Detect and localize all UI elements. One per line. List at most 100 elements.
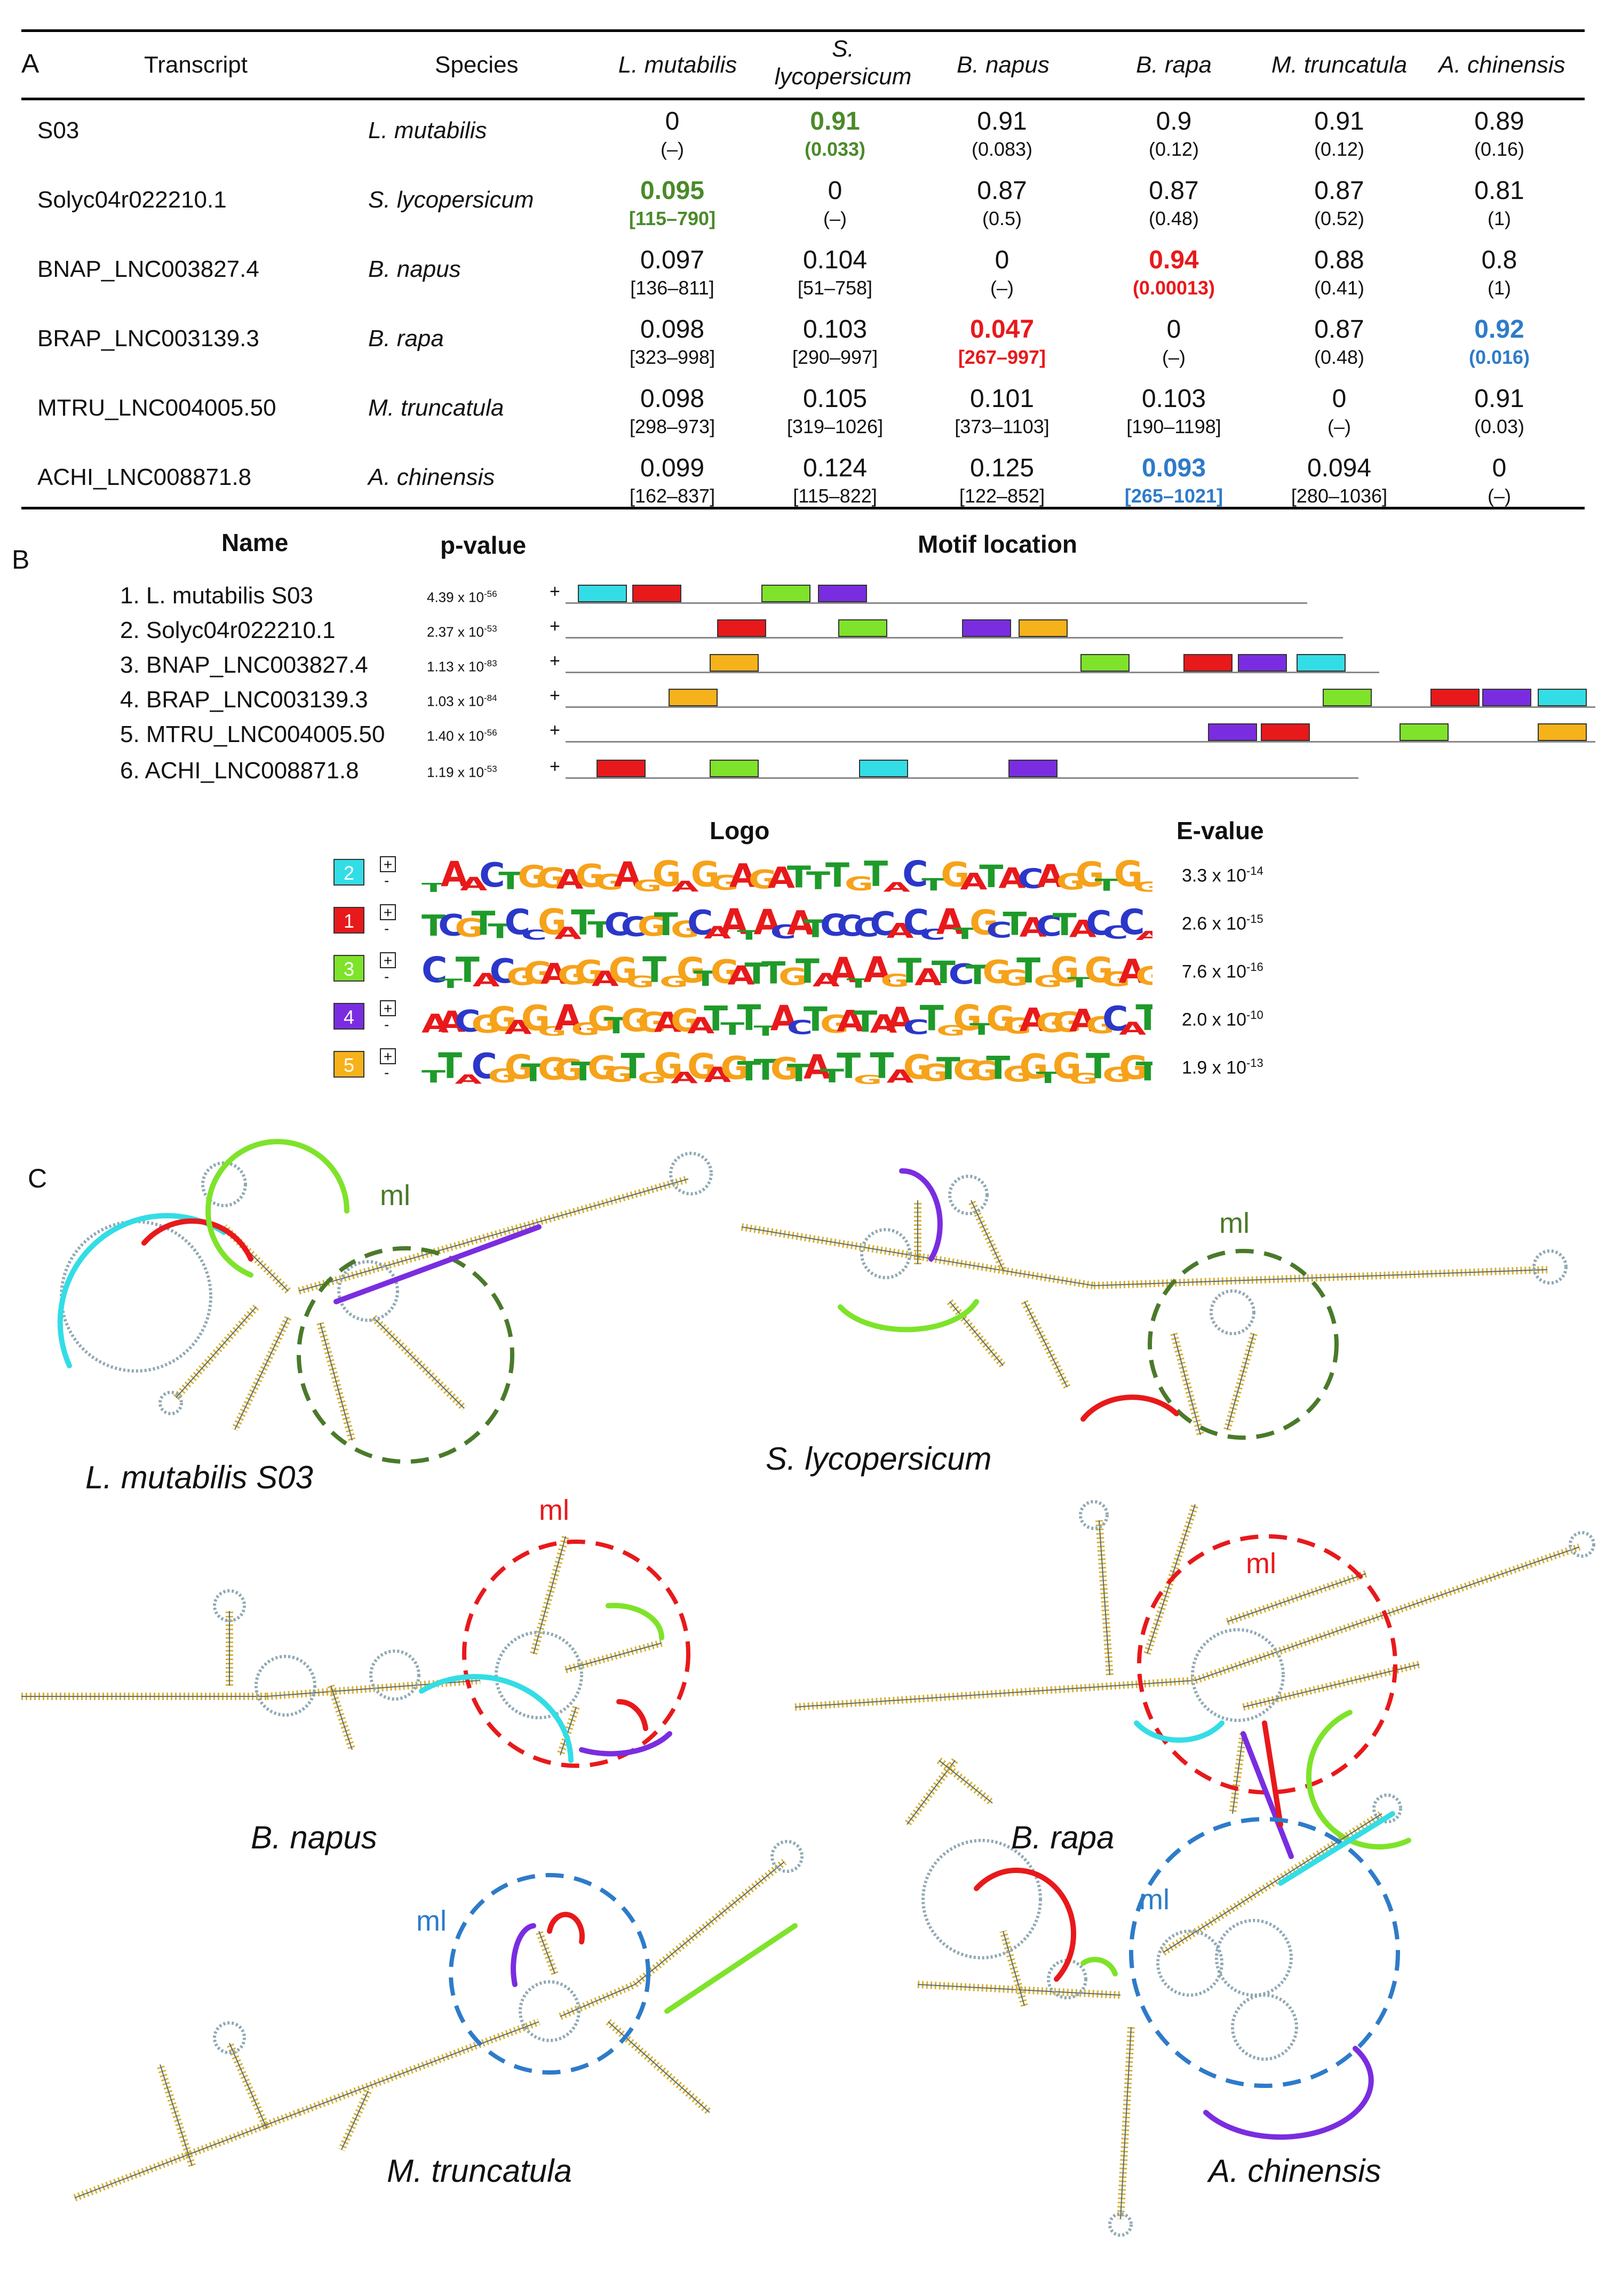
motif-arc — [616, 1699, 648, 1731]
strand-sign: + — [550, 720, 560, 740]
minus-strand: - — [384, 872, 389, 889]
table-bottom-rule — [21, 507, 1585, 509]
structure-title-mtr: M. truncatula — [387, 2153, 572, 2189]
multiloop-marker — [462, 1540, 690, 1768]
plus-strand-box: + — [380, 1000, 396, 1016]
evalue-mantissa: 7.6 x 10 — [1182, 961, 1246, 982]
cell-sub: [162–837] — [629, 485, 715, 507]
hairpin-loop — [369, 1649, 420, 1701]
helix-backbone — [917, 1984, 1121, 1996]
sequence-line — [566, 637, 1343, 639]
cell-value: 0.099 — [640, 454, 705, 482]
row-transcript: BNAP_LNC003827.4 — [37, 256, 259, 282]
cell-value: 0.101 — [969, 385, 1035, 413]
hairpin-loop — [921, 1839, 1042, 1959]
motif-3-site — [1322, 689, 1372, 706]
motif-1-site — [632, 585, 682, 602]
motif-evalue: 2.0 x 10-10 — [1182, 1008, 1263, 1030]
cell-sub: (–) — [1488, 485, 1511, 507]
cell-sub: [51–758] — [797, 277, 873, 299]
motif-3-logo: CTTACGGAGGAGGTGGTGATTGTAATAGTATCTGGTGGTG… — [422, 950, 1152, 991]
cell-value: 0.097 — [640, 246, 705, 274]
hairpin-loop — [213, 1589, 246, 1622]
structure-title-bra: B. rapa — [1011, 1820, 1115, 1855]
cell-value: 0.047 — [969, 315, 1035, 344]
motif-seq-name: 6. ACHI_LNC008871.8 — [120, 758, 359, 784]
cell-sub: [267–997] — [958, 346, 1046, 368]
helix-backbone — [1195, 1546, 1580, 1681]
hairpin-loop — [519, 1980, 581, 2042]
hairpin-loop — [213, 2021, 246, 2054]
ml-label-ach: ml — [1139, 1884, 1170, 1916]
ml-label-lmu: ml — [380, 1179, 410, 1211]
motif-2-site — [1297, 654, 1346, 672]
helix-backbone — [1003, 1931, 1025, 2006]
motif-1-legend: 1 — [333, 907, 364, 934]
helix-backbone — [1093, 1269, 1548, 1286]
strand-indicator: +- — [380, 1000, 396, 1033]
hairpin-loop — [1372, 1793, 1402, 1823]
helix-backbone — [1243, 1664, 1420, 1708]
structure-title-ach: A. chinensis — [1208, 2153, 1381, 2189]
header-species: Species — [435, 52, 519, 78]
cell-value: 0.87 — [1314, 177, 1364, 205]
cell-sub: [122–852] — [959, 485, 1045, 507]
motif-arc — [1262, 1720, 1283, 1827]
strand-indicator: +- — [380, 856, 396, 889]
strand-indicator: +- — [380, 952, 396, 985]
cell-value: 0.105 — [802, 385, 868, 413]
cell-sub: (0.41) — [1314, 277, 1365, 299]
motif-3-site — [710, 760, 759, 777]
hairpin-loop — [495, 1631, 583, 1719]
motif-1-site — [1260, 723, 1310, 741]
motif-seq-pvalue: 1.19 x 10-53 — [427, 764, 497, 781]
sequence-line — [566, 706, 1595, 708]
motif-location-header: Motif location — [918, 530, 1077, 558]
motif-seq-name: 5. MTRU_LNC004005.50 — [120, 721, 385, 747]
cell-sub: (–) — [1327, 416, 1351, 437]
cell-sub: [323–998] — [629, 346, 715, 368]
motif-evalue: 2.6 x 10-15 — [1182, 912, 1263, 934]
hairpin-loop — [1047, 1959, 1087, 1999]
motif-evalue: 7.6 x 10-16 — [1182, 960, 1263, 982]
helix-backbone — [939, 1760, 993, 1804]
helix-backbone — [298, 2021, 539, 2113]
helix-backbone — [608, 2021, 710, 2113]
cell-value: 0.92 — [1474, 315, 1524, 344]
ml-label-bra: ml — [1246, 1548, 1276, 1580]
motif-1-site — [596, 760, 646, 777]
cell-sub: [190–1198] — [1126, 416, 1221, 437]
motif-5-site — [710, 654, 759, 672]
multiloop-marker — [449, 1873, 650, 2075]
motif-seq-pvalue: 4.39 x 10-56 — [427, 589, 497, 606]
motif-2-site — [859, 760, 909, 777]
panel-label-a: A — [21, 49, 39, 78]
motif-arc — [141, 1218, 253, 1262]
motif-4-legend: 4 — [333, 1003, 364, 1030]
cell-value: 0.125 — [969, 454, 1035, 482]
motif-pvalue-header: p-value — [440, 531, 527, 559]
cell-value: 0.098 — [640, 315, 705, 344]
motif-seq-pvalue: 1.40 x 10-56 — [427, 728, 497, 745]
motif-1-logo: TCGTTCCGATTCCGTGCAATACATCCCCACCATGCTACTA… — [422, 902, 1152, 943]
sequence-line — [566, 741, 1595, 743]
cell-sub: [319–1026] — [786, 416, 884, 437]
motif-seq-pvalue: 2.37 x 10-53 — [427, 624, 497, 641]
motif-4-site — [1008, 760, 1058, 777]
cell-sub: (0.12) — [1148, 138, 1199, 160]
pvalue-mantissa: 1.03 x 10 — [427, 693, 484, 709]
motif-5-site — [1019, 619, 1068, 637]
minus-strand: - — [384, 1064, 389, 1081]
header-col-2: S. lycopersicum — [774, 36, 912, 90]
motif-2-site — [578, 585, 627, 602]
strand-sign: + — [550, 685, 560, 706]
row-species: L. mutabilis — [368, 117, 487, 144]
helix-backbone — [373, 1317, 465, 1409]
motif-seq-name: 2. Solyc04r022210.1 — [120, 617, 336, 643]
motif-4-site — [817, 585, 867, 602]
row-species: S. lycopersicum — [368, 187, 534, 213]
helix-backbone — [1099, 1520, 1110, 1676]
evalue-mantissa: 3.3 x 10 — [1182, 865, 1246, 886]
strand-sign: + — [550, 616, 560, 636]
